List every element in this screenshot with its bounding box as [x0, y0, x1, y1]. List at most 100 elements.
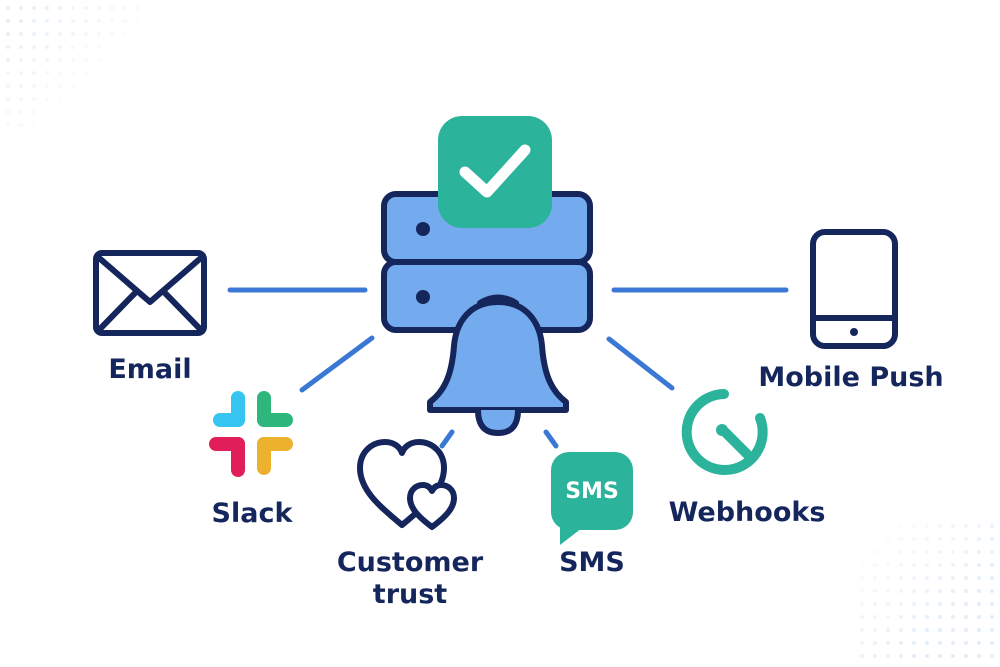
decorative-dot: [912, 628, 916, 632]
decorative-dot: [97, 6, 101, 10]
decorative-dot: [886, 576, 890, 580]
decorative-dot: [990, 628, 994, 632]
decorative-dot: [110, 19, 114, 23]
decorative-dot: [990, 615, 994, 619]
decorative-dot: [938, 602, 942, 606]
decorative-dot: [97, 45, 101, 49]
decorative-dot: [886, 602, 890, 606]
slack-label: Slack: [211, 498, 293, 529]
decorative-dot: [71, 45, 75, 49]
decorative-dot: [977, 550, 981, 554]
decorative-dot: [925, 654, 929, 658]
decorative-dot: [860, 537, 864, 541]
decorative-dot: [977, 589, 981, 593]
decorative-dot: [136, 32, 140, 36]
decorative-dot: [938, 563, 942, 567]
decorative-dot: [938, 654, 942, 658]
decorative-dot: [97, 58, 101, 62]
decorative-dot: [899, 589, 903, 593]
decorative-dot: [45, 110, 49, 114]
decorative-dot: [97, 84, 101, 88]
decorative-dot: [873, 615, 877, 619]
decorative-dot: [123, 58, 127, 62]
decorative-dot: [97, 32, 101, 36]
decorative-dot: [912, 654, 916, 658]
decorative-dot: [6, 19, 10, 23]
server-led-bottom: [416, 290, 430, 304]
decorative-dot: [58, 58, 62, 62]
decorative-dot: [860, 589, 864, 593]
decorative-dot: [19, 71, 23, 75]
decorative-dot: [925, 628, 929, 632]
decorative-dot: [45, 71, 49, 75]
decorative-dot: [45, 97, 49, 101]
decorative-dot: [32, 19, 36, 23]
decorative-dot: [977, 563, 981, 567]
decorative-dot: [32, 32, 36, 36]
decorative-dot: [990, 654, 994, 658]
decorative-dot: [925, 537, 929, 541]
decorative-dot: [912, 576, 916, 580]
slack-logo-icon: [209, 391, 293, 477]
decorative-dot: [912, 589, 916, 593]
decorative-dot: [873, 641, 877, 645]
decorative-dot: [964, 576, 968, 580]
decorative-dot: [964, 615, 968, 619]
decorative-dot: [6, 110, 10, 114]
decorative-dot: [58, 71, 62, 75]
decorative-dot: [912, 524, 916, 528]
decorative-dot: [6, 71, 10, 75]
decorative-dot: [912, 550, 916, 554]
decorative-dot: [6, 6, 10, 10]
decorative-dot: [110, 58, 114, 62]
decorative-dot: [71, 84, 75, 88]
envelope-icon: [93, 250, 207, 336]
bell-clapper: [475, 407, 521, 436]
decorative-dot: [45, 6, 49, 10]
decorative-dot: [951, 524, 955, 528]
bell-icon: [427, 294, 569, 436]
decorative-dot: [886, 550, 890, 554]
decorative-dot: [19, 32, 23, 36]
sms-label: SMS: [559, 547, 625, 578]
decorative-dot: [19, 123, 23, 127]
decorative-dot: [110, 71, 114, 75]
decorative-dot: [19, 45, 23, 49]
decorative-dot: [873, 550, 877, 554]
decorative-dot: [964, 654, 968, 658]
decorative-dot: [84, 84, 88, 88]
decorative-dot: [912, 615, 916, 619]
decorative-dot: [951, 628, 955, 632]
decorative-dot: [19, 110, 23, 114]
decorative-dot: [912, 563, 916, 567]
decorative-dot: [912, 537, 916, 541]
decorative-dot: [977, 641, 981, 645]
decorative-dot: [964, 641, 968, 645]
decorative-dots-top-left: [6, 6, 140, 127]
decorative-dot: [938, 615, 942, 619]
decorative-dot: [951, 537, 955, 541]
webhook-icon: [681, 389, 768, 475]
decorative-dot: [71, 6, 75, 10]
decorative-dot: [886, 641, 890, 645]
decorative-dot: [873, 654, 877, 658]
decorative-dot: [912, 641, 916, 645]
decorative-dot: [938, 550, 942, 554]
decorative-dot: [977, 537, 981, 541]
decorative-dot: [990, 537, 994, 541]
connector-sms: [543, 429, 559, 449]
webhooks-label: Webhooks: [668, 497, 826, 528]
decorative-dot: [84, 32, 88, 36]
decorative-dot: [45, 123, 49, 127]
checkmark-tick: [459, 144, 531, 198]
decorative-dot: [860, 563, 864, 567]
decorative-dot: [886, 589, 890, 593]
decorative-dot: [32, 58, 36, 62]
decorative-dot: [6, 97, 10, 101]
decorative-dot: [886, 615, 890, 619]
decorative-dot: [45, 32, 49, 36]
mobile-push-label: Mobile Push: [758, 362, 944, 393]
decorative-dot: [58, 97, 62, 101]
decorative-dot: [110, 6, 114, 10]
decorative-dot: [899, 563, 903, 567]
